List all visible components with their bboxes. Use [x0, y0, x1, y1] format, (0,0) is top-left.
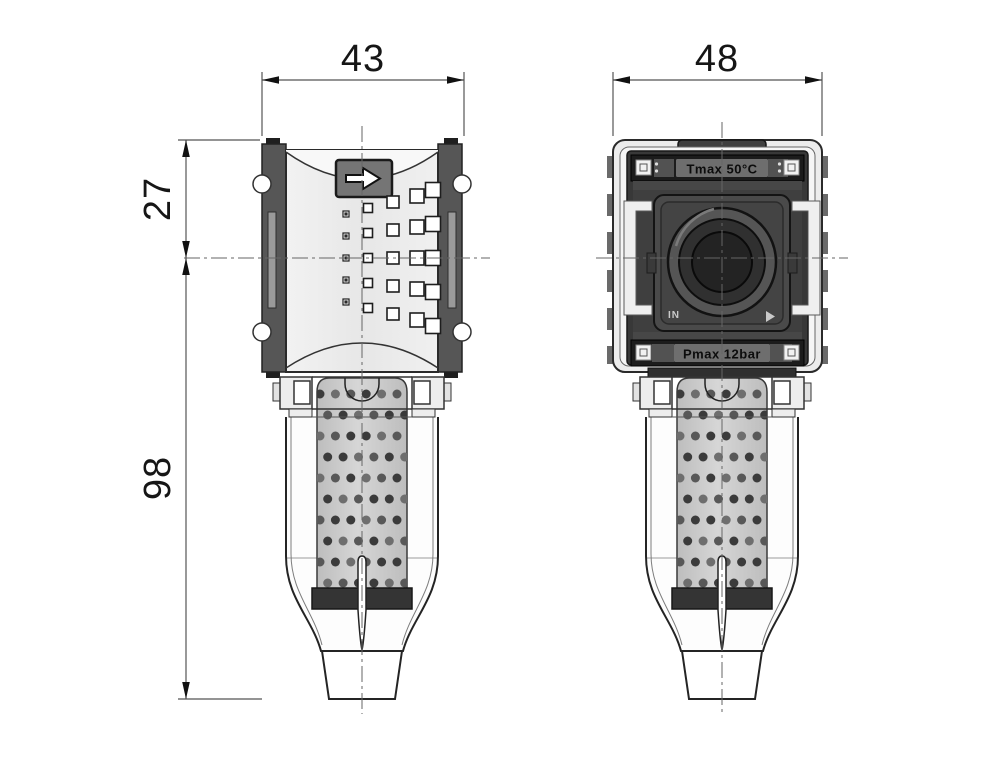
dimension-value-side-width: 43 [341, 38, 385, 80]
slot-mark [607, 308, 613, 330]
vent-hole [386, 307, 400, 321]
dimension-value-top-to-center: 27 [137, 177, 179, 221]
band-window-right [783, 159, 800, 176]
vent-hole [409, 312, 425, 328]
rail-cap-top-right [444, 138, 458, 148]
arrowhead [447, 76, 464, 84]
vent-hole [424, 317, 442, 335]
colon-dot [777, 169, 782, 173]
tmax-plate [676, 159, 768, 177]
arrowhead [805, 76, 822, 84]
slot-mark [822, 308, 828, 330]
vent-hole [424, 283, 442, 301]
vent-hole-center [344, 234, 348, 238]
rail-notch-bottom-right [452, 322, 472, 342]
vent-hole [386, 195, 400, 209]
colon-dot [654, 162, 659, 166]
band-window-inner [639, 348, 648, 357]
slot-mark [822, 232, 828, 254]
rail-notch-bottom-left [252, 322, 272, 342]
vent-hole [362, 302, 374, 314]
arrowhead [613, 76, 630, 84]
dimension-annotations [178, 72, 823, 700]
vent-hole [409, 281, 425, 297]
front-view: Tmax 50°C IN Pmax 12bar [596, 122, 848, 714]
slot-mark [607, 194, 613, 216]
slot-mark [607, 270, 613, 292]
bracket-right [791, 200, 821, 316]
band-segment [652, 344, 674, 362]
band-window-inner [787, 163, 796, 172]
vent-hole [424, 181, 442, 199]
slot-mark [607, 156, 613, 178]
inlet-marking: IN [668, 310, 680, 321]
rail-cap-bottom-right [444, 368, 458, 378]
rail-slot-right [447, 211, 457, 309]
rail-notch-top-right [452, 174, 472, 194]
side-slot-marks [607, 156, 828, 364]
vent-hole [424, 215, 442, 233]
vent-hole [409, 188, 425, 204]
flow-arrow-icon [345, 166, 382, 191]
arrowhead [182, 140, 190, 157]
side-view [184, 126, 490, 714]
dimension-value-front-width: 48 [695, 38, 739, 80]
vent-hole [362, 277, 374, 289]
slot-mark [822, 194, 828, 216]
slot-mark [607, 346, 613, 364]
bracket-left [623, 200, 653, 316]
inlet-flow-icon [766, 311, 775, 322]
band-segment [654, 159, 674, 177]
vent-hole [362, 202, 374, 214]
plate-tab-right [787, 252, 798, 274]
arrowhead [182, 682, 190, 699]
band-window-inner [639, 163, 648, 172]
slot-mark [822, 270, 828, 292]
band-window-left [635, 344, 652, 361]
vent-hole [409, 219, 425, 235]
colon-dot [777, 162, 782, 166]
rail-notch-top-left [252, 174, 272, 194]
vent-hole-center [344, 300, 348, 304]
arrowhead [262, 76, 279, 84]
vent-hole [386, 223, 400, 237]
colon-dot [654, 169, 659, 173]
plate-tab-left [646, 252, 657, 274]
slot-mark [822, 346, 828, 364]
slot-mark [607, 232, 613, 254]
dimension-value-center-to-bottom: 98 [137, 456, 179, 500]
vent-hole-center [344, 212, 348, 216]
band-gap-top [633, 181, 802, 190]
slot-mark [822, 156, 828, 178]
rail-slot-left [267, 211, 277, 309]
vent-hole [386, 279, 400, 293]
arrowhead [182, 258, 190, 275]
rail-cap-bottom-left [266, 368, 280, 378]
vent-hole [362, 227, 374, 239]
vent-hole-grid [342, 181, 442, 335]
boss-highlight [674, 207, 715, 247]
vent-hole-center [344, 278, 348, 282]
band-window-right [783, 344, 800, 361]
arrowhead [182, 241, 190, 258]
rail-cap-top-left [266, 138, 280, 148]
band-window-inner [787, 348, 796, 357]
band-window-left [635, 159, 652, 176]
band-segment [768, 159, 788, 177]
band-gap-bottom [633, 332, 802, 340]
